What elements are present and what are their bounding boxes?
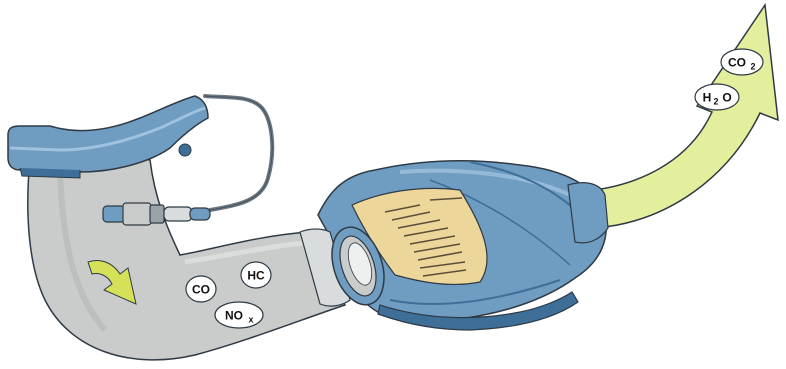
gas-label-hc: HC [240, 261, 272, 289]
gas-label-co2: CO 2 [720, 48, 764, 76]
gas-label-nox: NO x [214, 301, 264, 329]
gas-label-h2o: H 2 O [694, 83, 740, 111]
gas-label-co2-subscript: 2 [750, 62, 755, 72]
gas-label-co2-text: CO [728, 56, 746, 70]
oxygen-sensor-icon [102, 202, 211, 226]
sensor-cable [203, 94, 275, 212]
gas-label-h2o-o: O [722, 91, 731, 105]
gas-label-hc-text: HC [247, 269, 265, 283]
gas-label-h2o-h: H [703, 91, 712, 105]
gas-label-nox-text: NO [225, 309, 243, 323]
honeycomb-channels [384, 197, 467, 277]
gas-label-co-text: CO [192, 283, 210, 297]
gas-label-h2o-subscript: 2 [713, 97, 718, 107]
curved-flow-arrow-icon [87, 260, 137, 305]
exhaust-pipe [27, 151, 347, 361]
gas-label-nox-subscript: x [248, 315, 253, 325]
pipe-clamp [7, 95, 209, 173]
gas-label-co: CO [185, 275, 217, 303]
